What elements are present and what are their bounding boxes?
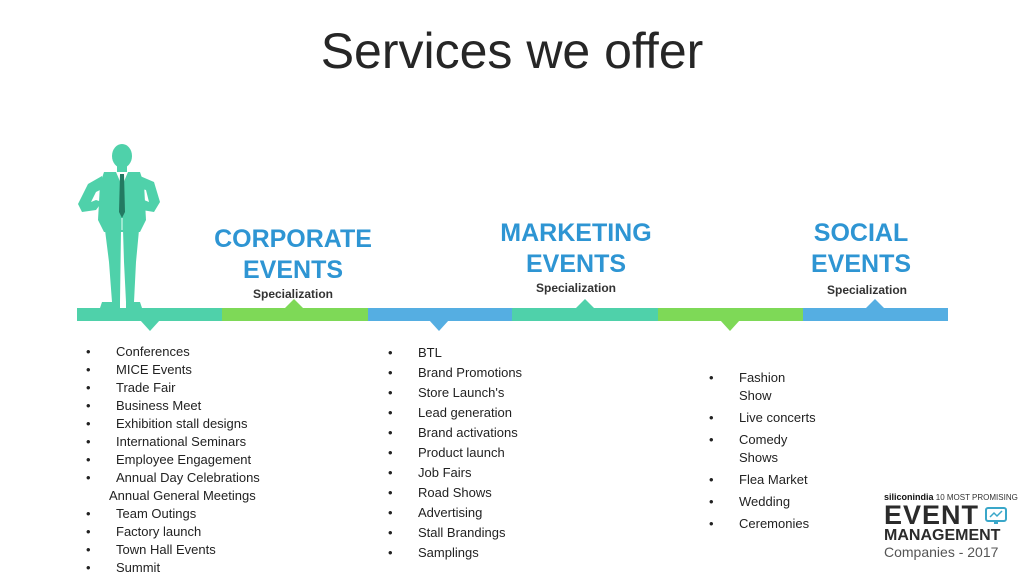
list-item: Annual Day Celebrations [86,469,306,487]
social-specialization-label: Specialization [826,283,908,297]
list-item: BTL [388,343,588,363]
marketing-events-list: BTLBrand PromotionsStore Launch'sLead ge… [388,343,588,563]
list-item: MICE Events [86,361,306,379]
marketing-heading-line1: MARKETING [500,219,652,247]
page-title: Services we offer [320,23,704,79]
list-item: Samplings [388,543,588,563]
corporate-events-list: ConferencesMICE EventsTrade FairBusiness… [86,343,306,577]
presentation-screen-icon [985,507,1007,524]
badge-tagline: siliconindia 10 MOST PROMISING [884,492,1020,502]
list-item: Employee Engagement [86,451,306,469]
timeline-marker [429,320,449,331]
list-item: Brand activations [388,423,588,443]
corporate-specialization-label: Specialization [252,287,334,301]
timeline-segment [222,308,368,321]
list-item: Conferences [86,343,306,361]
timeline-segment [803,308,948,321]
list-item: Stall Brandings [388,523,588,543]
timeline-segment [77,308,222,321]
timeline-segment [512,308,658,321]
corporate-events-heading: CORPORATE EVENTS Specialization [203,224,383,302]
marketing-events-heading: MARKETING EVENTS Specialization [486,218,666,296]
list-item: Lead generation [388,403,588,423]
social-events-list: Fashion ShowLive concertsComedy ShowsFle… [709,369,819,537]
social-heading-line1: SOCIAL [813,219,909,247]
list-item: Road Shows [388,483,588,503]
timeline-bar [77,308,948,321]
social-heading-line2: EVENTS [810,250,912,278]
list-item: Annual General Meetings [109,488,256,503]
social-events-heading: SOCIAL EVENTS Specialization [771,218,951,298]
list-item: Summit [86,559,306,577]
badge-tagline-text: 10 MOST PROMISING [935,493,1018,502]
list-item: Team Outings [86,505,306,523]
badge-year-text: Companies - 2017 [884,544,999,560]
corporate-heading-line2: EVENTS [242,256,344,284]
list-item: Comedy Shows [709,431,819,467]
list-item: Live concerts [709,409,819,427]
badge-sub-text: MANAGEMENT [884,527,1001,544]
award-badge: siliconindia 10 MOST PROMISING EVENT MAN… [884,492,1020,572]
list-item: Advertising [388,503,588,523]
timeline-marker [575,299,595,309]
list-item: Brand Promotions [388,363,588,383]
list-item: Exhibition stall designs [86,415,306,433]
timeline-segment [658,308,803,321]
timeline-marker [140,320,160,331]
list-item: Job Fairs [388,463,588,483]
corporate-heading-line1: CORPORATE [214,225,372,253]
list-item: Business Meet [86,397,306,415]
timeline-marker [720,320,740,331]
timeline-marker [284,299,304,309]
list-item: Store Launch's [388,383,588,403]
list-item: Town Hall Events [86,541,306,559]
badge-brand: siliconindia [884,492,934,502]
timeline-segment [368,308,512,321]
list-item: International Seminars [86,433,306,451]
businessman-silhouette-icon [78,144,160,308]
list-item: Wedding [709,493,819,511]
list-item: Product launch [388,443,588,463]
list-item: Flea Market [709,471,819,489]
marketing-specialization-label: Specialization [535,281,617,295]
marketing-heading-line2: EVENTS [525,250,627,278]
timeline-marker [865,299,885,309]
list-item: Factory launch [86,523,306,541]
list-item: Ceremonies [709,515,819,533]
list-item: Fashion Show [709,369,819,405]
list-item: Trade Fair [86,379,306,397]
badge-main-text: EVENT [884,500,980,530]
